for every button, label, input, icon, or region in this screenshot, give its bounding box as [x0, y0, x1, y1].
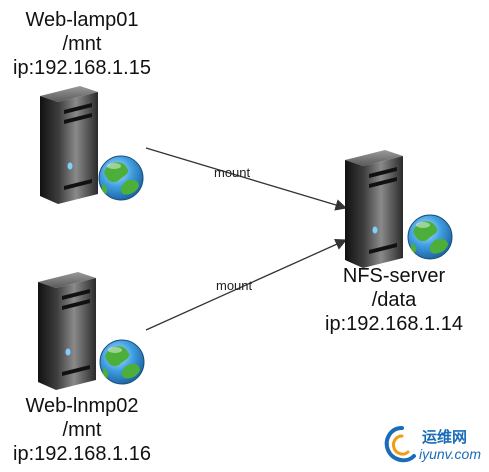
watermark-cn-text: 运维网 — [422, 429, 468, 446]
nfs-server-ip: ip:192.168.1.14 — [325, 313, 463, 335]
nfs-globe-icon — [407, 214, 453, 260]
nfs-server-name: NFS-server — [342, 265, 446, 287]
mount-label-lnmp: mount — [216, 278, 253, 293]
web-lnmp-path: /mnt — [62, 419, 102, 441]
web-lamp-label: Web-lamp01 /mnt ip:192.168.1.15 — [0, 8, 164, 80]
nfs-server-label: NFS-server /data ip:192.168.1.14 — [314, 264, 474, 336]
web-lnmp-name: Web-lnmp02 — [25, 395, 139, 417]
nfs-server-path: /data — [371, 289, 417, 311]
web-lnmp-globe-icon — [99, 339, 145, 385]
web-lamp-ip: ip:192.168.1.15 — [13, 57, 151, 79]
mount-arrow-lnmp — [145, 238, 348, 331]
web-lnmp-ip: ip:192.168.1.16 — [13, 443, 151, 465]
web-lamp-path: /mnt — [62, 33, 102, 55]
watermark-logo: 运维网 iyunv.com — [382, 422, 486, 468]
web-lamp-server-icon — [40, 86, 98, 204]
watermark-url-text: iyunv.com — [419, 446, 481, 462]
web-lamp-globe-icon — [98, 155, 144, 201]
mount-arrow-lamp — [145, 147, 348, 211]
web-lnmp-server-icon — [38, 272, 96, 390]
web-lnmp-label: Web-lnmp02 /mnt ip:192.168.1.16 — [0, 394, 164, 466]
web-lamp-name: Web-lamp01 — [25, 9, 139, 31]
nfs-server-icon — [345, 150, 403, 268]
mount-label-lamp: mount — [214, 165, 251, 180]
watermark-swirl-icon — [384, 426, 416, 463]
